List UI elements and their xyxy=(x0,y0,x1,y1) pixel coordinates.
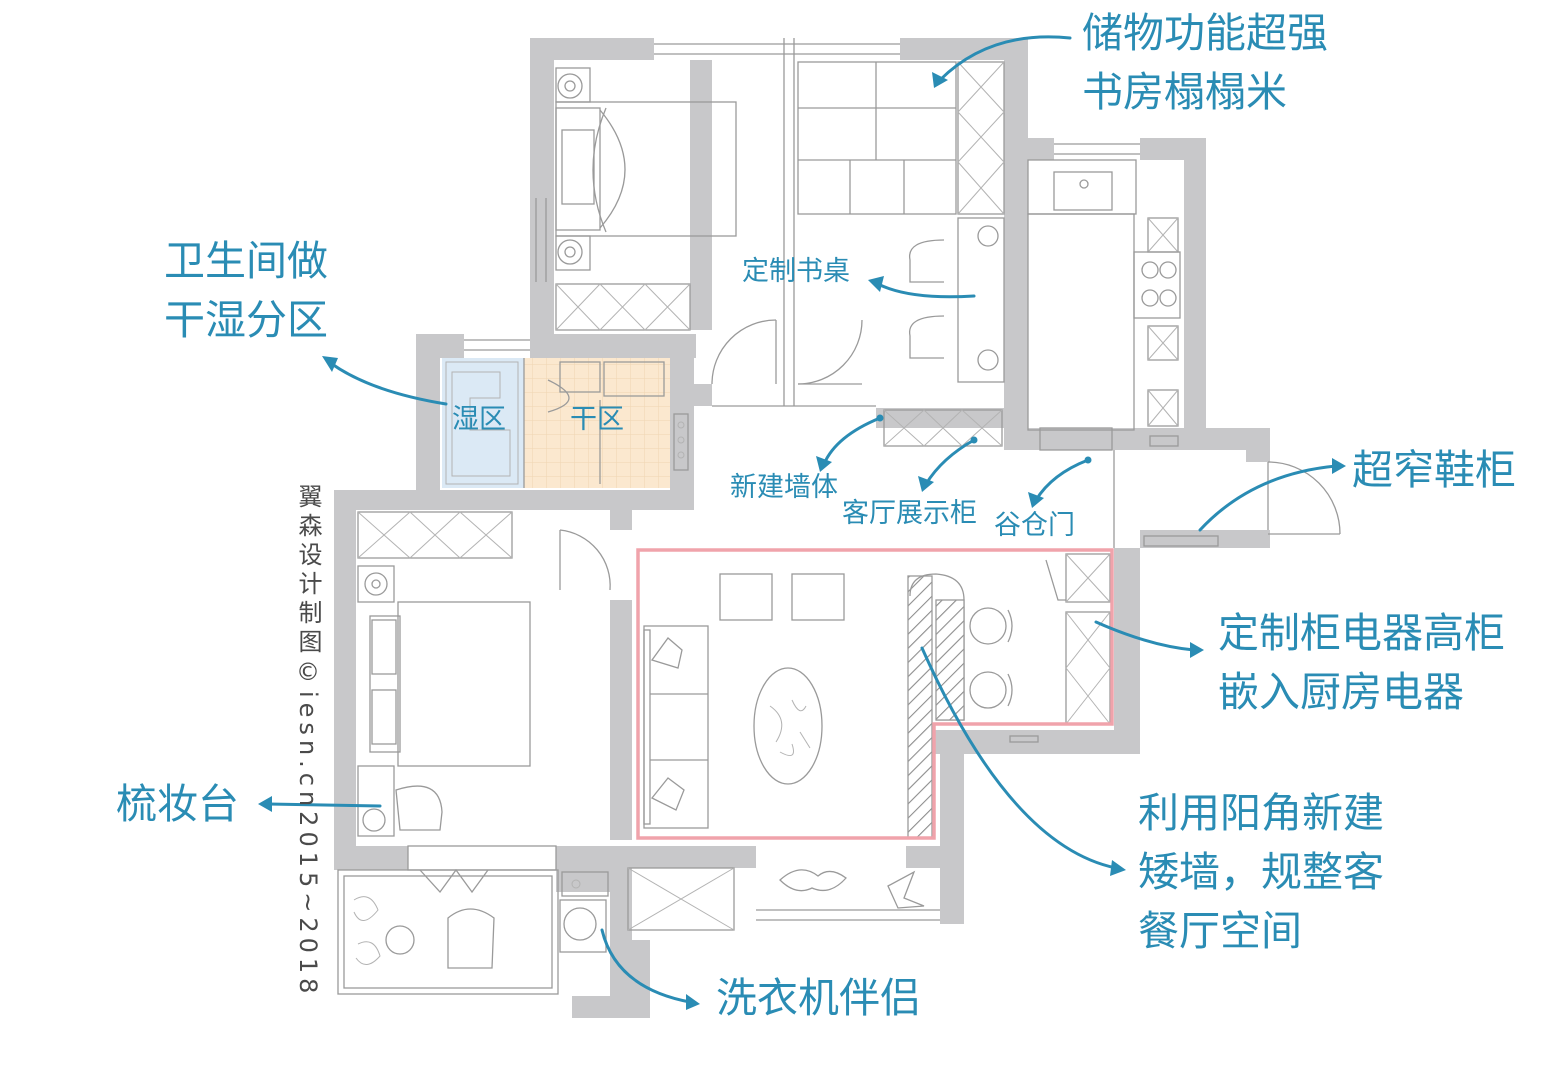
dry-zone-label: 干区 xyxy=(570,404,624,435)
low-wall-line-3: 餐厅空间 xyxy=(1138,907,1302,955)
appliance-cabinet-label: 定制柜电器高柜 嵌入厨房电器 xyxy=(1218,604,1505,722)
bathroom-line-2: 干湿分区 xyxy=(164,296,328,344)
wet-zone-label: 湿区 xyxy=(452,404,506,435)
storage-line-2: 书房榻榻米 xyxy=(1082,68,1287,116)
kitchen xyxy=(1027,159,1181,451)
vanity-label: 梳妆台 xyxy=(116,780,239,828)
appliance-line-1: 定制柜电器高柜 xyxy=(1218,609,1505,657)
desk-label: 定制书桌 xyxy=(742,256,850,287)
storage-line-1: 储物功能超强 xyxy=(1082,9,1328,57)
grain-door-label: 谷仓门 xyxy=(994,510,1075,541)
living-dining xyxy=(643,553,1111,839)
annotation-arrows xyxy=(258,35,1346,1010)
storage-label: 储物功能超强 书房榻榻米 xyxy=(1082,4,1328,122)
living-area-highlight xyxy=(636,548,1114,840)
washer-label: 洗衣机伴侣 xyxy=(716,974,921,1022)
watermark: 翼森设计制图©iesn.cn2015~2018 xyxy=(294,484,322,999)
low-wall-label: 利用阳角新建 矮墙，规整客 餐厅空间 xyxy=(1138,784,1384,961)
corridor-cabinets xyxy=(712,405,1341,548)
bathroom-line-1: 卫生间做 xyxy=(164,237,328,285)
shoe-cabinet-label: 超窄鞋柜 xyxy=(1352,446,1516,494)
low-wall-line-2: 矮墙，规整客 xyxy=(1138,848,1384,896)
new-wall-label: 新建墙体 xyxy=(730,472,838,503)
balconies xyxy=(353,867,925,969)
display-cabinet-label: 客厅展示柜 xyxy=(842,498,977,529)
bathroom-label: 卫生间做 干湿分区 xyxy=(164,232,328,350)
study-tatami xyxy=(783,38,1005,406)
master-bed xyxy=(555,67,777,385)
appliance-line-2: 嵌入厨房电器 xyxy=(1218,668,1464,716)
bathroom xyxy=(445,358,689,488)
walls xyxy=(334,38,1270,1018)
low-wall-hatch xyxy=(907,575,933,839)
windows xyxy=(337,43,1140,995)
second-bedroom xyxy=(357,511,611,894)
low-wall-line-1: 利用阳角新建 xyxy=(1138,789,1384,837)
